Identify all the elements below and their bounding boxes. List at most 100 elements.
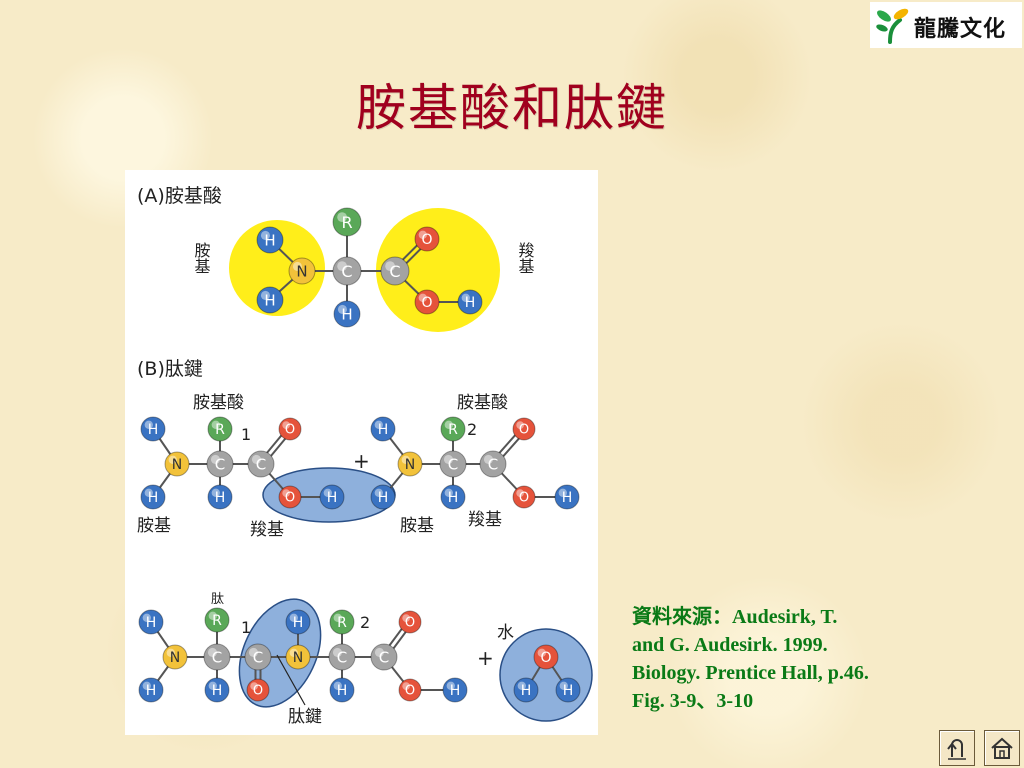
r-group-atom: R <box>332 207 362 237</box>
hydrogen-atom: H <box>256 226 284 254</box>
home-icon <box>991 737 1013 759</box>
page-title: 胺基酸和肽鍵 <box>356 79 668 137</box>
oxygen-atom: O <box>512 417 536 441</box>
oxygen-atom: O <box>246 678 270 702</box>
svg-text:O: O <box>421 232 432 248</box>
back-button[interactable] <box>939 730 975 766</box>
oxygen-atom: O <box>278 417 302 441</box>
nitrogen-atom: N <box>288 257 316 285</box>
r-group-atom: R <box>207 416 233 442</box>
svg-text:H: H <box>293 615 304 631</box>
svg-text:N: N <box>405 457 415 473</box>
svg-text:R: R <box>215 422 225 438</box>
number-1: 1 <box>241 425 251 444</box>
svg-text:N: N <box>172 457 182 473</box>
svg-text:H: H <box>146 615 157 631</box>
svg-text:O: O <box>253 684 263 699</box>
amino-acid-label-1: 胺基酸 <box>193 393 244 413</box>
r-group-atom: R <box>204 607 230 633</box>
leaf-logo-icon <box>876 8 909 44</box>
svg-text:H: H <box>448 490 459 506</box>
peptide-label: 肽 <box>211 592 224 607</box>
hydrogen-atom: H <box>285 609 311 635</box>
r-group-atom: R <box>440 416 466 442</box>
hydrogen-atom: H <box>207 484 233 510</box>
number-1-bottom: 1 <box>241 618 251 637</box>
svg-text:N: N <box>170 650 180 666</box>
carbon-atom: C <box>370 643 398 671</box>
svg-text:N: N <box>296 262 307 280</box>
amine-label-1: 胺基 <box>137 516 171 536</box>
caption-line-1: 資料來源：Audesirk, T. <box>632 606 838 628</box>
oxygen-atom: O <box>414 289 440 315</box>
svg-text:C: C <box>215 455 225 473</box>
caption-line-2: and G. Audesirk. 1999. <box>632 634 828 656</box>
nitrogen-atom: N <box>164 451 190 477</box>
hydrogen-atom: H <box>442 677 468 703</box>
hydrogen-atom: H <box>256 286 284 314</box>
svg-text:H: H <box>327 490 338 506</box>
return-icon <box>947 739 966 760</box>
carbon-atom: C <box>247 450 275 478</box>
svg-text:O: O <box>285 491 295 506</box>
peptide-bond-label: 肽鍵 <box>288 707 322 727</box>
svg-text:C: C <box>448 455 458 473</box>
plus-sign-1: + <box>353 449 370 473</box>
r-group-atom: R <box>329 609 355 635</box>
svg-text:C: C <box>341 262 352 281</box>
carbon-atom: C <box>206 450 234 478</box>
svg-text:H: H <box>341 305 352 323</box>
svg-text:H: H <box>562 490 573 506</box>
svg-text:O: O <box>421 295 432 311</box>
svg-text:O: O <box>285 423 295 438</box>
caption-line-3: Biology. Prentice Hall, p.46. <box>632 662 869 684</box>
svg-text:H: H <box>378 490 389 506</box>
source-caption: 資料來源：Audesirk, T. and G. Audesirk. 1999.… <box>632 603 952 715</box>
svg-text:H: H <box>378 422 389 438</box>
hydrogen-atom: H <box>329 677 355 703</box>
svg-text:H: H <box>563 683 574 699</box>
hydrogen-atom: H <box>513 677 539 703</box>
hydrogen-atom: H <box>138 677 164 703</box>
oxygen-atom: O <box>278 485 302 509</box>
oxygen-atom: O <box>533 644 559 670</box>
hydrogen-atom: H <box>140 416 166 442</box>
svg-text:R: R <box>212 613 222 629</box>
nitrogen-atom: N <box>285 644 311 670</box>
carboxyl-label-2: 羧基 <box>468 510 502 530</box>
svg-text:N: N <box>293 650 303 666</box>
peptide-bond-oval <box>238 598 322 708</box>
svg-text:O: O <box>540 650 551 666</box>
carbon-atom: C <box>380 256 410 286</box>
hydrogen-atom: H <box>370 484 396 510</box>
svg-text:C: C <box>212 648 222 666</box>
carbon-atom: C <box>479 450 507 478</box>
svg-text:H: H <box>212 683 223 699</box>
svg-text:O: O <box>519 423 529 438</box>
home-button[interactable] <box>984 730 1020 766</box>
carbon-atom: C <box>203 643 231 671</box>
hydrogen-atom: H <box>138 609 164 635</box>
amine-label-2: 胺基 <box>400 516 434 536</box>
logo: 龍騰文化 <box>870 2 1022 48</box>
amine-label-top: 胺基 <box>192 242 211 274</box>
hydrogen-atom: H <box>140 484 166 510</box>
svg-text:R: R <box>448 422 458 438</box>
svg-text:C: C <box>389 262 400 281</box>
hydrogen-atom: H <box>319 484 345 510</box>
hydrogen-atom: H <box>554 484 580 510</box>
svg-text:C: C <box>379 648 389 666</box>
svg-text:C: C <box>256 455 266 473</box>
svg-text:R: R <box>341 213 352 232</box>
logo-text: 龍騰文化 <box>914 17 1007 42</box>
svg-text:O: O <box>405 616 415 631</box>
carbon-atom: C <box>244 643 272 671</box>
caption-line-4: Fig. 3-9、3-10 <box>632 690 754 712</box>
svg-text:H: H <box>450 683 461 699</box>
carboxyl-label-1: 羧基 <box>250 520 284 540</box>
svg-text:O: O <box>405 684 415 699</box>
svg-text:C: C <box>337 648 347 666</box>
carboxyl-label-top: 羧基 <box>516 242 535 274</box>
